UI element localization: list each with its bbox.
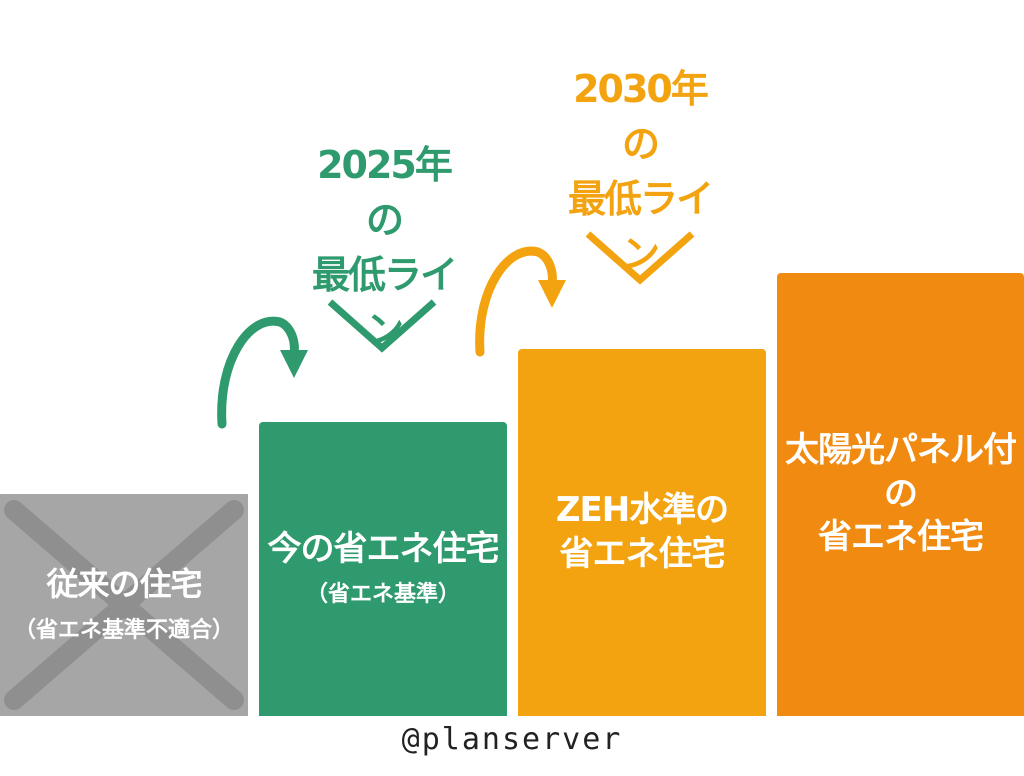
step-1-title-line: 従来の住宅 (46, 565, 202, 604)
milestone-2025-label: 2025年の 最低ライン (300, 138, 468, 358)
step-1-title: 従来の住宅 (46, 564, 202, 605)
step-4-title: 太陽光パネル付の 省エネ住宅 (777, 429, 1024, 560)
step-3-title: ZEH水準の 省エネ住宅 (555, 489, 729, 576)
chevron-down-icon-2025 (327, 299, 437, 353)
step-4-title-line-2: 省エネ住宅 (818, 517, 984, 558)
curved-arrow-icon-amber (475, 246, 566, 357)
step-2-subtitle: （省エネ基準） (305, 582, 460, 608)
step-2-title-line: 今の省エネ住宅 (267, 528, 500, 569)
credit-watermark: @planserver (401, 722, 623, 757)
milestone-2030-year: 2030年の (573, 67, 709, 167)
curved-arrow-icon-green (217, 316, 308, 429)
step-conventional-house: 従来の住宅 （省エネ基準不適合） (0, 494, 248, 716)
milestone-2025-text: 最低ライン (311, 253, 458, 353)
step-solar-panel-house: 太陽光パネル付の 省エネ住宅 (777, 273, 1024, 716)
milestone-2025-year: 2025年の (317, 143, 453, 243)
step-3-title-line-1: ZEH水準の (555, 489, 729, 530)
step-1-subtitle: （省エネ基準不適合） (13, 618, 234, 644)
step-2-title: 今の省エネ住宅 (267, 528, 500, 572)
step-current-energy-saving-house: 今の省エネ住宅 （省エネ基準） (259, 422, 507, 716)
chevron-down-icon-2030 (585, 231, 695, 285)
cross-out-icon (4, 500, 244, 710)
step-3-title-line-2: 省エネ住宅 (559, 533, 726, 574)
step-zeh-level-house: ZEH水準の 省エネ住宅 (518, 349, 766, 716)
step-4-title-line-1: 太陽光パネル付の (785, 430, 1017, 514)
